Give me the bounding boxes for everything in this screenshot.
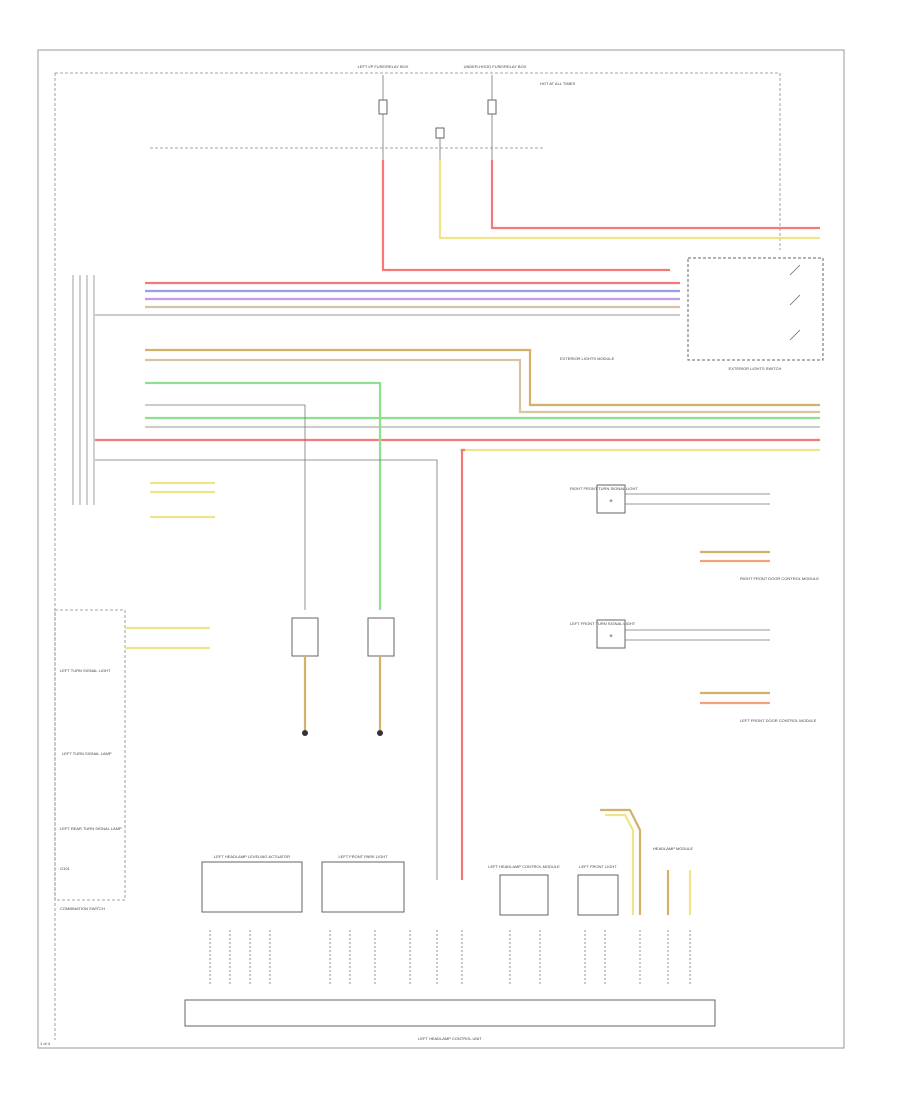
wire-yellow-module-e (605, 813, 635, 915)
ground-label: G101 (60, 866, 71, 871)
combination-switch-label: COMBINATION SWITCH (60, 906, 105, 911)
inner-frame-top (55, 72, 781, 250)
fuse-right (487, 75, 497, 160)
hot-note: HOT AT ALL TIMES (540, 81, 575, 86)
rear-turn-lamp-label: LEFT TURN SIGNAL LAMP (62, 751, 112, 756)
left-mirror-label: LEFT FRONT DOOR CONTROL MODULE (740, 718, 817, 723)
wire-pink-top (490, 160, 820, 230)
module-connector-strip (72, 275, 95, 505)
wire-gold-bus (145, 348, 820, 407)
switch-contacts (789, 264, 801, 341)
module-e-label: HEADLAMP MODULE (653, 846, 693, 851)
left-front-lamp (367, 617, 395, 736)
right-front-turn-signal: ⊗ (596, 484, 770, 514)
exterior-switch-label: EXTERIOR LIGHTS SWITCH (729, 366, 782, 371)
wire-green-down (145, 381, 382, 610)
diagram-frame (37, 49, 845, 1049)
wire-grey-right (95, 459, 438, 880)
control-unit-label: LEFT HEADLAMP CONTROL UNIT (418, 1036, 482, 1041)
wire-yellow-top (438, 160, 820, 240)
bottom-pin-leads (209, 930, 691, 985)
module-label: EXTERIOR LIGHTS MODULE (560, 356, 615, 361)
module-d (577, 874, 619, 916)
module-c-label: LEFT HEADLAMP CONTROL MODULE (488, 864, 560, 869)
module-d-label: LEFT FRONT LIGHT (579, 864, 617, 869)
module-b (321, 861, 405, 913)
fuse-left (378, 75, 388, 160)
module-b-label: LEFT FRONT PARK LIGHT (338, 854, 388, 859)
left-front-turn-signal: ⊗ (596, 619, 770, 649)
exterior-switch-box (687, 257, 824, 361)
left-rear-turn-label: LEFT TURN SIGNAL LIGHT (60, 668, 111, 673)
right-mirror-label: RIGHT FRONT DOOR CONTROL MODULE (740, 576, 819, 581)
module-a (201, 861, 303, 913)
control-unit-bar (184, 999, 716, 1027)
wire-gold-module-e (600, 808, 642, 915)
page-ref: 1 of 4 (40, 1041, 51, 1046)
fuse-box-right-label: UNDER-HOOD FUSE/RELAY BOX (464, 64, 527, 69)
fuse-box-left-label: LEFT I/P FUSE/RELAY BOX (358, 64, 409, 69)
wire-tan-bus (145, 358, 820, 414)
wire-grey-down (145, 404, 306, 610)
svg-text:⊗: ⊗ (609, 633, 612, 638)
svg-text:⊗: ⊗ (609, 498, 612, 503)
wire-red-top (381, 160, 670, 272)
left-front-turn-label: LEFT FRONT TURN SIGNAL LIGHT (570, 621, 636, 626)
combination-switch-box (54, 609, 126, 901)
left-rear-lamp-label: LEFT REAR TURN SIGNAL LAMP (60, 826, 122, 831)
module-a-label: LEFT HEADLAMP LEVELING ACTUATOR (214, 854, 290, 859)
right-front-turn-label: RIGHT FRONT TURN SIGNAL LIGHT (570, 486, 638, 491)
module-c (499, 874, 549, 916)
wire-red-down (460, 448, 465, 880)
right-front-lamp (291, 617, 319, 736)
fuse-center (435, 127, 445, 160)
